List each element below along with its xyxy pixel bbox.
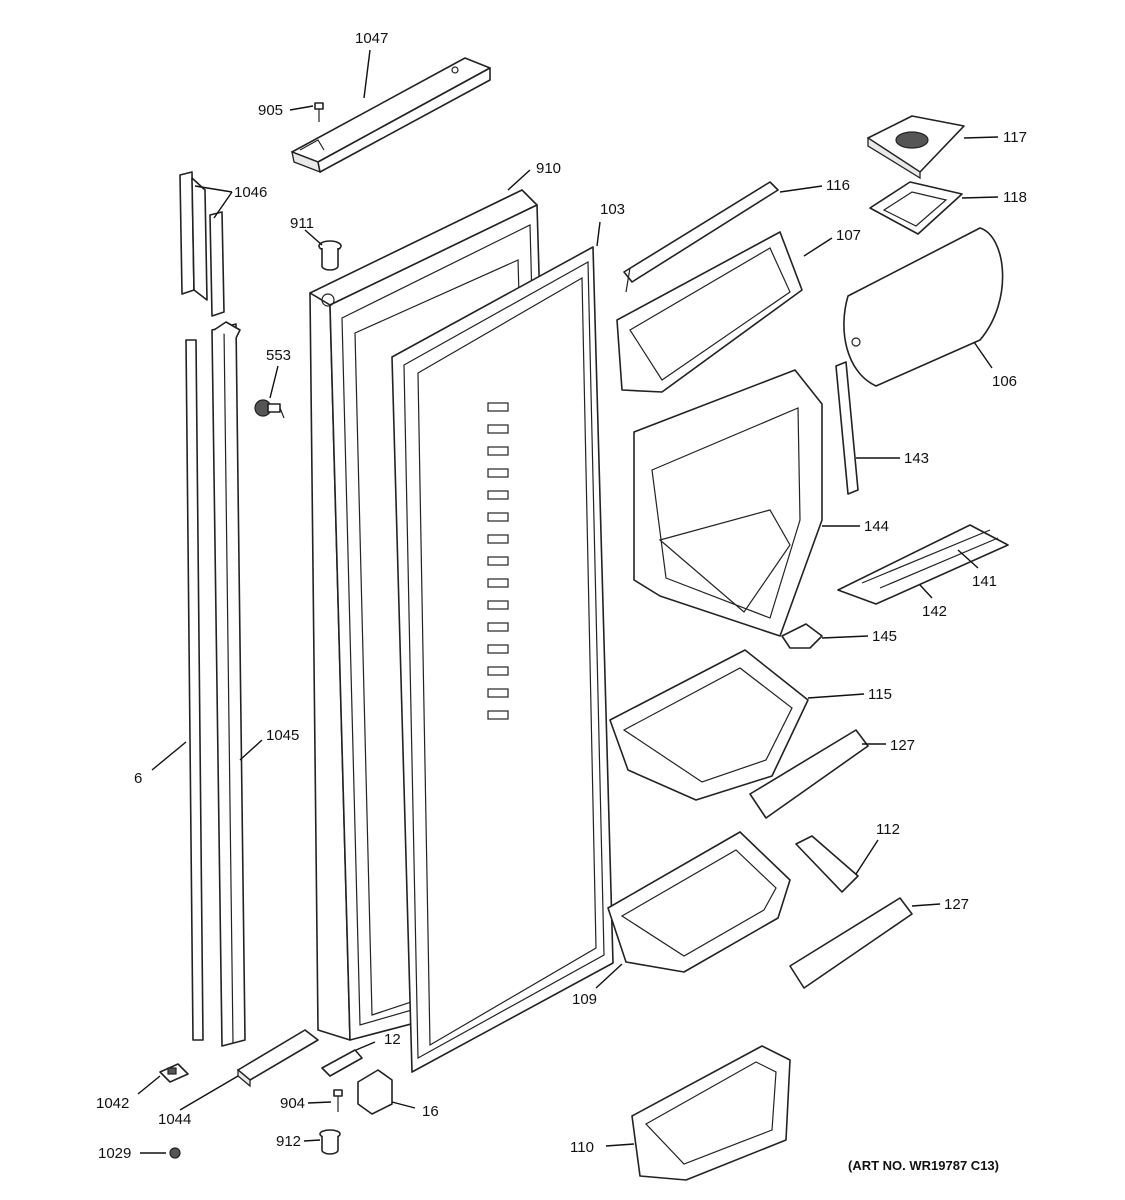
part-118-tray — [869, 181, 963, 235]
part-127a-panel — [749, 729, 869, 819]
part-6-trim-strip — [185, 339, 204, 1041]
callout-109: 109 — [572, 991, 597, 1008]
part-127b-panel — [789, 897, 913, 989]
part-912-bushing — [319, 1129, 341, 1155]
part-145-knob — [781, 623, 823, 649]
callout-118: 118 — [1003, 189, 1027, 206]
callout-553: 553 — [266, 347, 291, 364]
part-12-stop — [321, 1049, 363, 1077]
callout-112: 112 — [876, 821, 900, 838]
callout-1047: 1047 — [355, 30, 388, 47]
part-112-bracket — [795, 835, 859, 893]
part-905-screw — [314, 102, 324, 122]
art-number: (ART NO. WR19787 C13) — [848, 1158, 999, 1173]
callout-12: 12 — [384, 1031, 401, 1048]
part-1045-trim-channel — [211, 321, 246, 1047]
part-116-rail — [623, 181, 779, 293]
part-144-dispenser-housing — [633, 369, 823, 637]
part-1042-clip — [159, 1063, 189, 1083]
callout-6: 6 — [134, 770, 142, 787]
door-shelf-studs — [487, 402, 509, 720]
callout-904: 904 — [280, 1095, 305, 1112]
callout-115: 115 — [868, 686, 892, 703]
callout-127b: 127 — [944, 896, 969, 913]
callout-141: 141 — [972, 573, 997, 590]
callout-912: 912 — [276, 1133, 301, 1150]
callout-911: 911 — [290, 215, 314, 232]
part-110-bin — [631, 1045, 791, 1181]
callout-110: 110 — [570, 1139, 594, 1156]
part-1047-top-bracket — [291, 57, 491, 174]
callout-145: 145 — [872, 628, 897, 645]
part-109-bin — [607, 831, 791, 973]
callout-1046: 1046 — [234, 184, 267, 201]
callout-106: 106 — [992, 373, 1017, 390]
callout-144: 144 — [864, 518, 889, 535]
callout-1042: 1042 — [96, 1095, 129, 1112]
part-117-cap — [867, 115, 965, 180]
callout-910: 910 — [536, 160, 561, 177]
part-107-bin — [616, 231, 803, 393]
part-16-cam — [357, 1069, 393, 1115]
callout-117: 117 — [1003, 129, 1027, 146]
callout-1029: 1029 — [98, 1145, 131, 1162]
callout-1044: 1044 — [158, 1111, 191, 1128]
callout-116: 116 — [826, 177, 850, 194]
callout-107: 107 — [836, 227, 861, 244]
part-1046-hinge — [179, 171, 225, 317]
callout-1045: 1045 — [266, 727, 299, 744]
leader-lines — [137, 49, 999, 1154]
part-103-door-gasket — [391, 246, 614, 1073]
callout-142: 142 — [922, 603, 947, 620]
callout-16: 16 — [422, 1103, 439, 1120]
part-911-bushing — [318, 240, 342, 271]
callout-143: 143 — [904, 450, 929, 467]
part-1029-screw — [169, 1147, 181, 1159]
part-143-handle — [835, 361, 859, 495]
part-553-bolt — [254, 399, 285, 419]
part-904-screw — [333, 1089, 343, 1112]
callout-905: 905 — [258, 102, 283, 119]
callout-103: 103 — [600, 201, 625, 218]
part-141-142-ice-tray — [837, 524, 1009, 605]
part-106-cover — [843, 227, 1004, 387]
callout-127a: 127 — [890, 737, 915, 754]
part-1044-bottom-hinge — [237, 1029, 319, 1088]
callout-labels: 1047 905 910 1046 911 103 553 6 1045 104… — [96, 30, 1027, 1162]
part-115-bin — [609, 649, 809, 801]
